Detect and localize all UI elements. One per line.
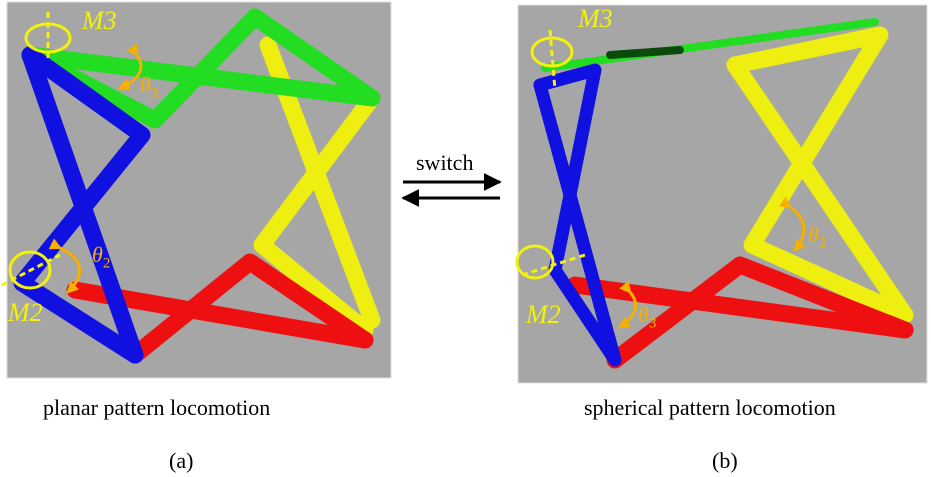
theta-subscript: 3 [150,85,159,102]
motor-m2-label: M2 [8,298,43,327]
yellow-link [726,26,914,324]
panel-a-render [1,1,392,379]
panel-a-tag: (a) [169,448,194,473]
motor-m3-rotation-icon [530,36,574,68]
blue-link [13,46,151,364]
panel-a-caption: planar pattern locomotion [43,395,271,420]
panel-b-render [515,4,928,384]
theta-symbol: θ [808,222,819,247]
motor-m2-rotation-icon [515,244,555,280]
motor-m3-label: M3 [578,4,613,33]
switch-label: switch [416,150,474,175]
theta-subscript: 2 [102,255,111,272]
theta2-arc-icon [778,196,806,252]
panel-b-caption: spherical pattern locomotion [584,395,836,420]
panel-b-tag: (b) [712,448,738,473]
green-link [541,18,879,72]
theta3-arc-icon [117,43,143,90]
theta-symbol: θ [638,302,649,327]
theta-symbol: θ [92,242,103,267]
motor-m2-label: M2 [526,300,561,329]
green-link [21,8,381,129]
theta3-label: θ3 [140,72,158,102]
theta-symbol: θ [140,72,151,97]
theta3-label: θ3 [638,302,656,332]
theta2-label: θ2 [92,242,110,272]
theta-subscript: 2 [818,235,827,252]
theta-subscript: 3 [648,315,657,332]
motor-m3-label: M3 [82,6,117,35]
theta3-arc-icon [618,280,638,329]
theta2-label: θ2 [808,222,826,252]
blue-link [533,63,622,367]
theta2-arc-icon [48,238,82,294]
